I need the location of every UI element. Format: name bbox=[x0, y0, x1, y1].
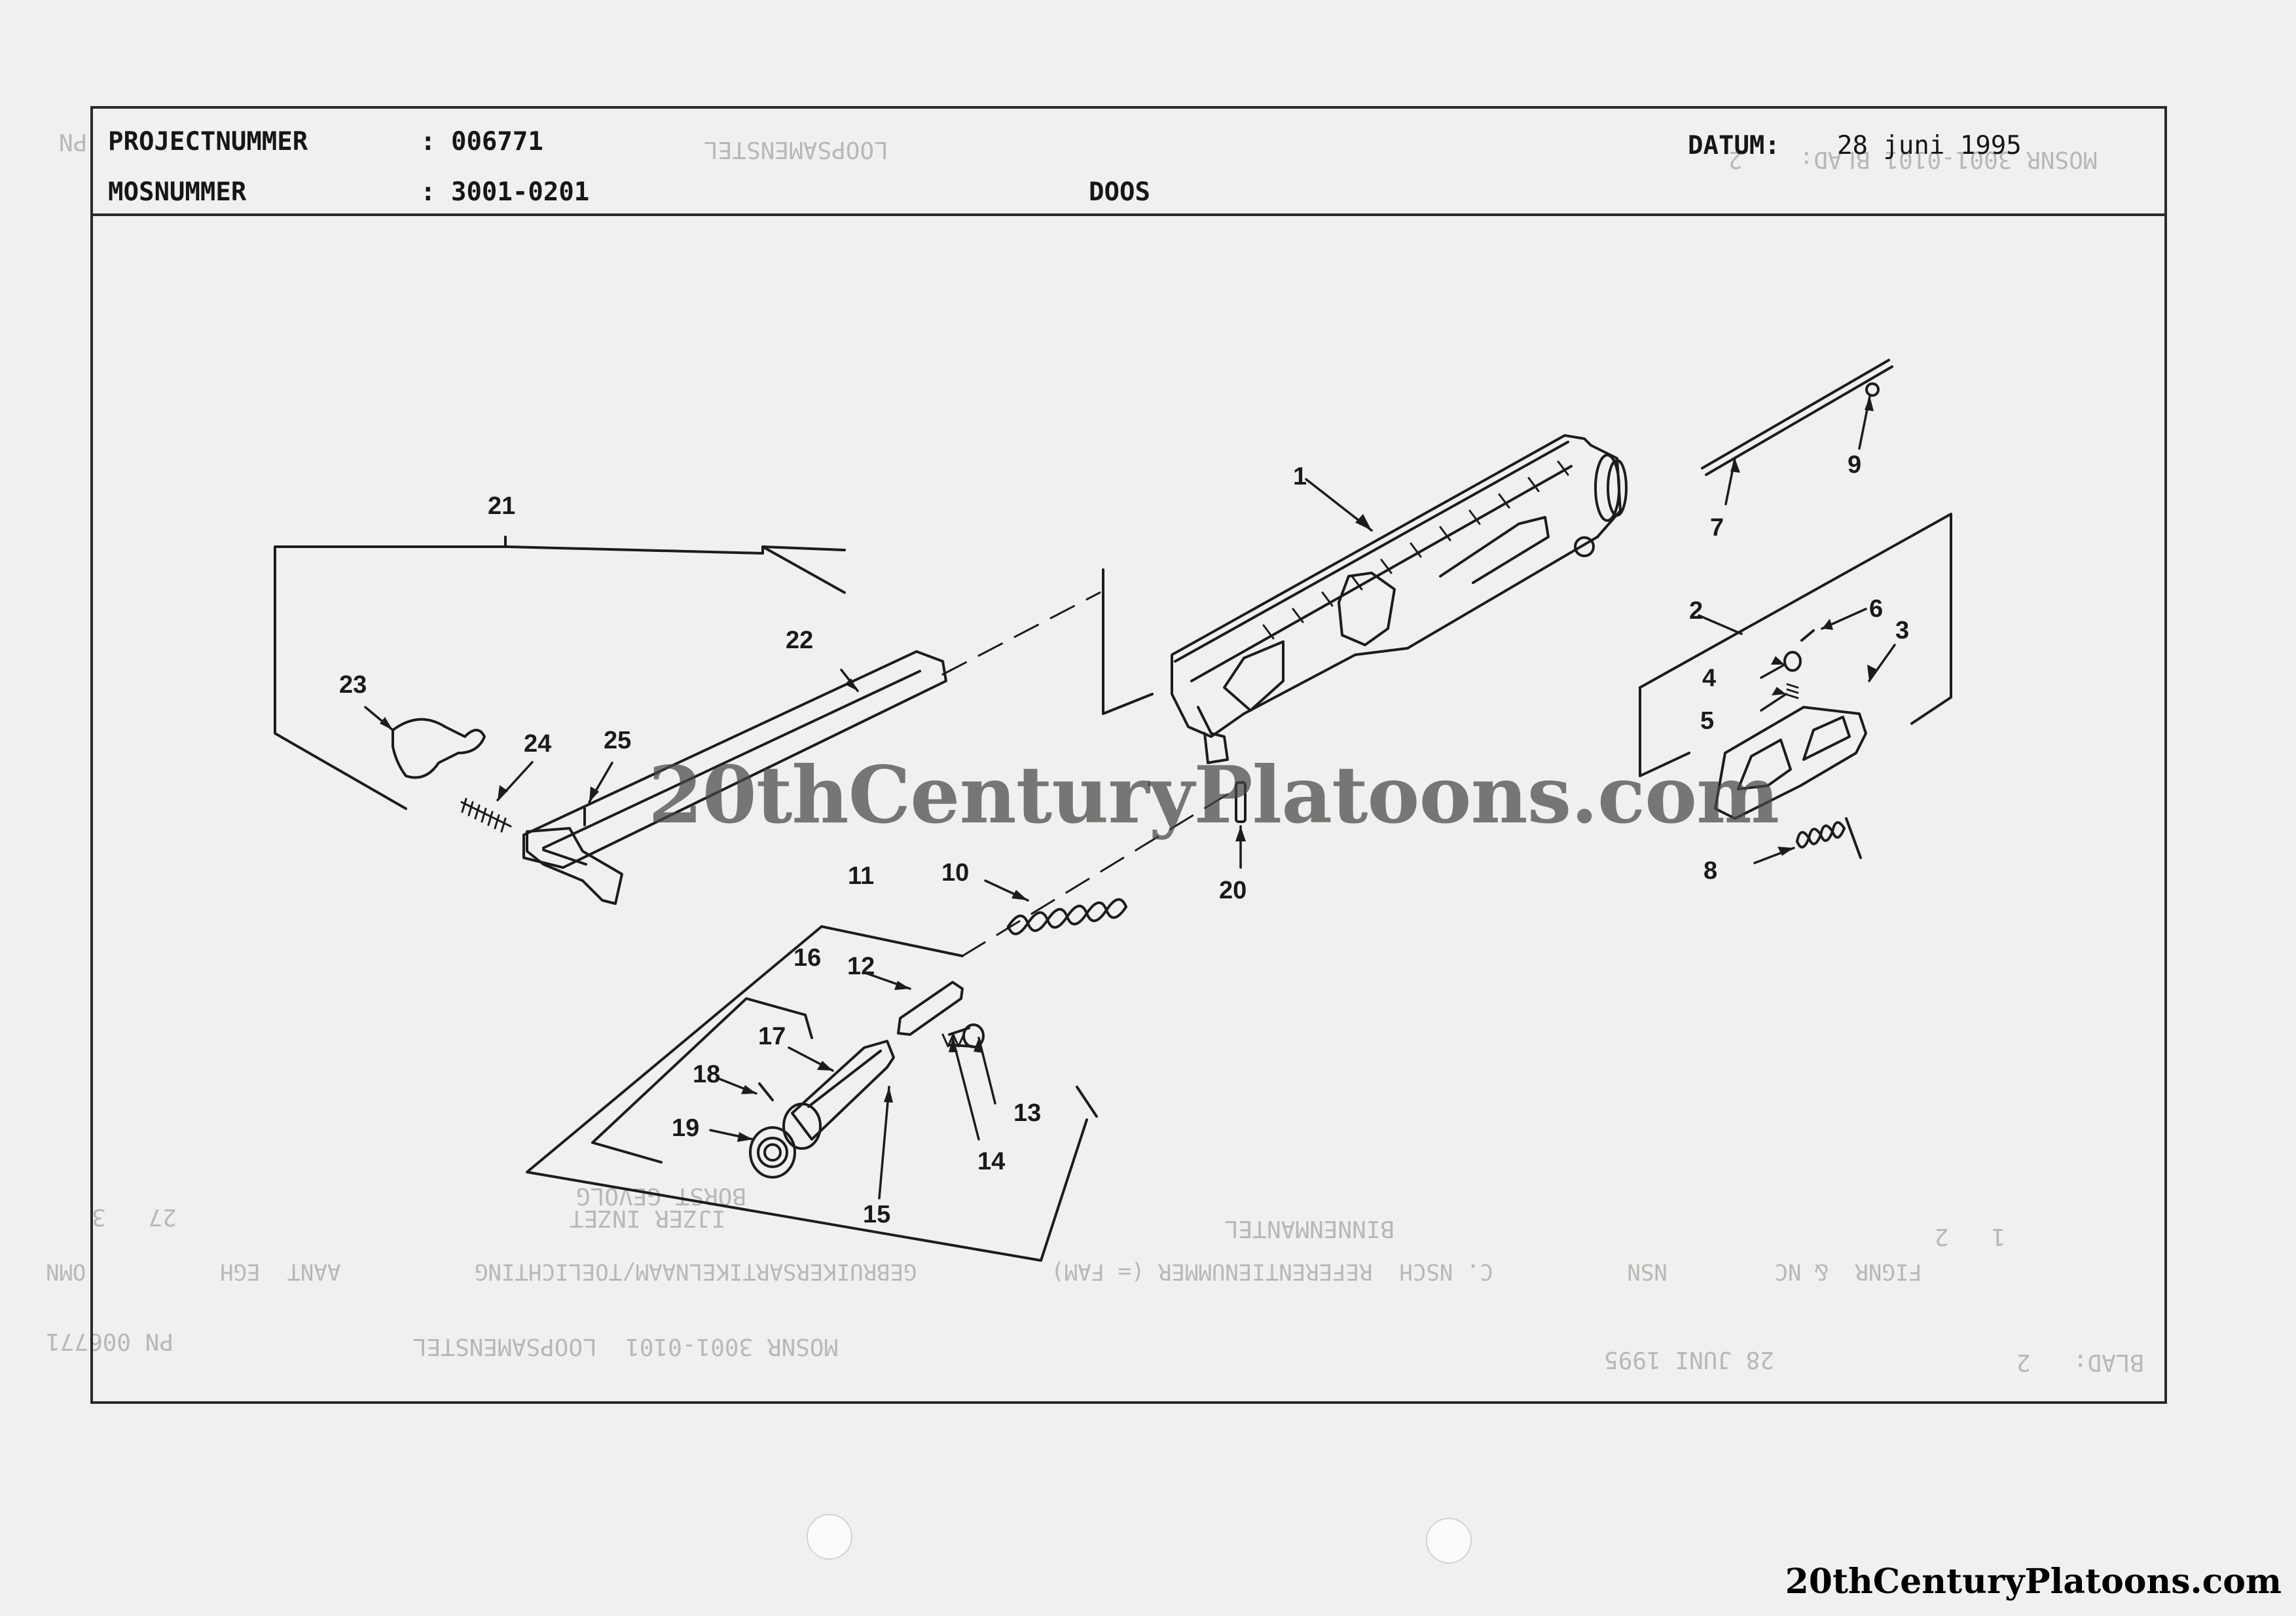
callout-18: 18 bbox=[693, 1061, 720, 1088]
callout-25: 25 bbox=[604, 727, 631, 754]
watermark-footer: 20thCenturyPlatoons.com bbox=[1785, 1562, 2282, 1602]
pin-20 bbox=[1235, 781, 1247, 823]
project-value: : 006771 bbox=[420, 127, 543, 156]
callout-21: 21 bbox=[488, 492, 515, 520]
callout-2: 2 bbox=[1689, 597, 1703, 625]
callout-5: 5 bbox=[1700, 707, 1714, 735]
callout-3: 3 bbox=[1895, 617, 1909, 644]
date-value: 28 juni 1995 bbox=[1837, 131, 2022, 160]
callout-19: 19 bbox=[672, 1114, 699, 1142]
callout-12: 12 bbox=[847, 953, 875, 980]
punch-hole-right bbox=[1426, 1518, 1472, 1564]
group-11-bracket bbox=[526, 925, 1088, 1262]
callout-15: 15 bbox=[863, 1201, 890, 1228]
bolt-assembly bbox=[749, 1040, 895, 1179]
ball-4 bbox=[1783, 651, 1802, 672]
header-divider bbox=[90, 213, 2167, 216]
date-label: DATUM: bbox=[1688, 131, 1780, 160]
callout-20: 20 bbox=[1219, 877, 1247, 904]
cam-pin-12 bbox=[897, 981, 964, 1036]
callout-17: 17 bbox=[758, 1023, 786, 1050]
charging-handle bbox=[522, 650, 947, 905]
upper-receiver bbox=[1171, 434, 1628, 764]
callout-8: 8 bbox=[1704, 857, 1717, 885]
callout-24: 24 bbox=[524, 730, 551, 758]
callout-10: 10 bbox=[941, 859, 969, 887]
callout-23: 23 bbox=[339, 671, 367, 699]
spring-10 bbox=[1007, 898, 1127, 936]
pin-6 bbox=[1800, 629, 1815, 642]
latch-23 bbox=[392, 718, 486, 779]
rod-7 bbox=[1701, 359, 1890, 469]
group-2-bracket bbox=[1639, 513, 1952, 725]
drawing-frame bbox=[90, 106, 2167, 1404]
callout-14: 14 bbox=[977, 1148, 1005, 1175]
spring-24 bbox=[460, 798, 512, 833]
watermark-center: 20thCenturyPlatoons.com bbox=[648, 749, 1779, 841]
extractor-parts bbox=[941, 1023, 985, 1048]
callout-7: 7 bbox=[1710, 514, 1724, 542]
dust-cover-3 bbox=[1714, 706, 1867, 820]
callout-6: 6 bbox=[1869, 595, 1883, 623]
callout-4: 4 bbox=[1702, 665, 1716, 692]
punch-hole-left bbox=[807, 1514, 852, 1560]
spring-8 bbox=[1796, 817, 1862, 859]
callout-1: 1 bbox=[1293, 463, 1307, 490]
callout-16: 16 bbox=[793, 944, 821, 972]
mos-label: MOSNUMMER bbox=[108, 177, 247, 207]
callout-13: 13 bbox=[1013, 1099, 1041, 1127]
callout-11: 11 bbox=[848, 862, 874, 890]
callout-22: 22 bbox=[786, 627, 813, 654]
project-label: PROJECTNUMMER bbox=[108, 127, 308, 156]
mos-value: : 3001-0201 bbox=[420, 177, 590, 207]
group-title: DOOS bbox=[1089, 177, 1150, 207]
pin-18 bbox=[758, 1082, 774, 1101]
spring-5 bbox=[1786, 683, 1799, 699]
callout-9: 9 bbox=[1848, 451, 1861, 479]
